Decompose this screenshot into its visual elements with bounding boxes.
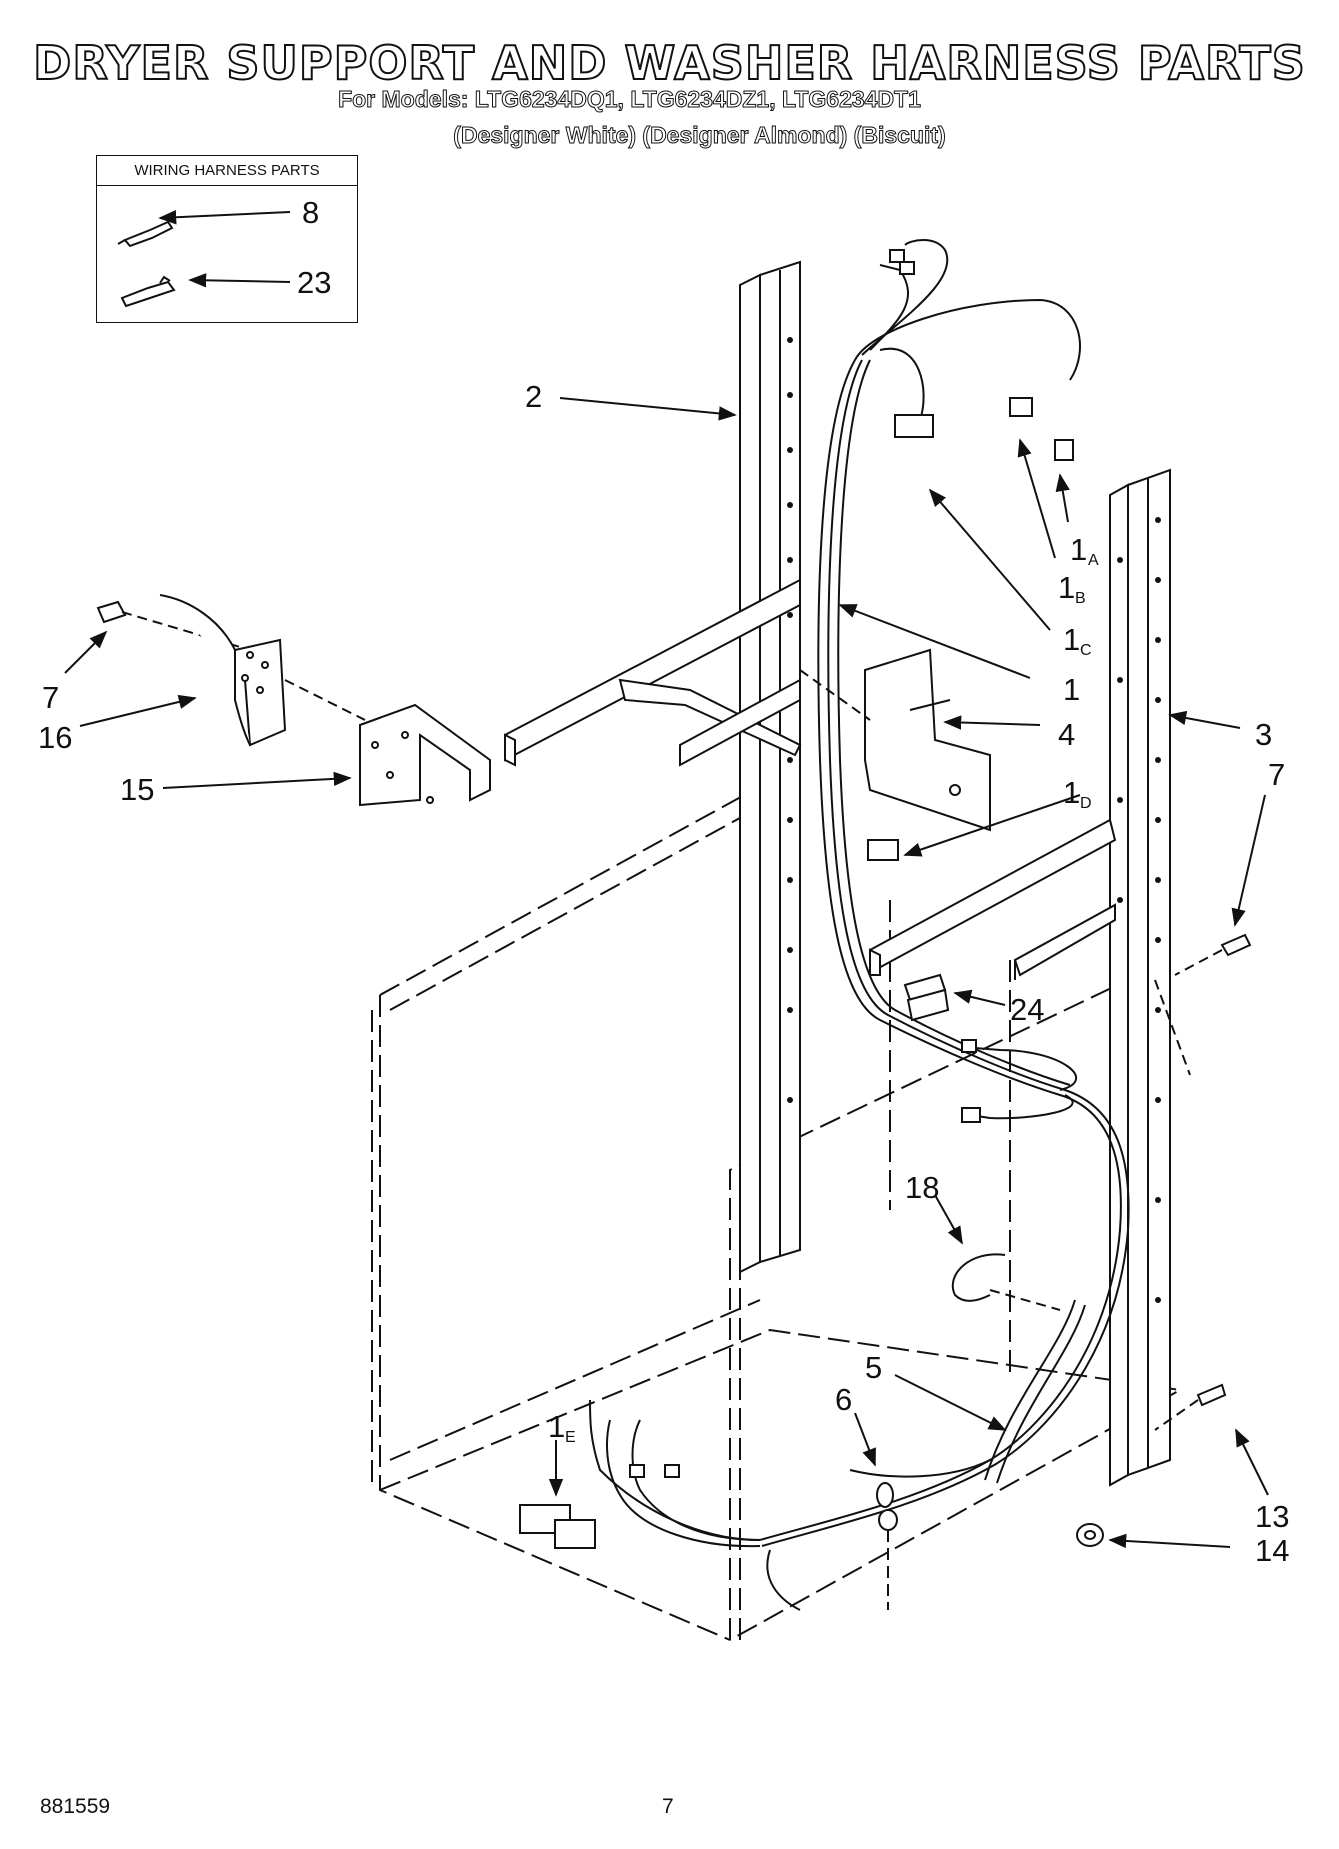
harness-connectors (519, 249, 1074, 1549)
callout-18: 18 (905, 1170, 939, 1205)
callout-14: 14 (1255, 1533, 1289, 1568)
callout-1e: 1 (548, 1409, 565, 1444)
callout-1a: 1 (1070, 532, 1087, 567)
center-bracket (864, 648, 991, 832)
inset-arrow-23 (188, 273, 291, 288)
inset-arrow-8 (158, 210, 291, 225)
callout-1c-sub: C (1080, 642, 1092, 659)
part-15-bracket (359, 703, 491, 807)
callout-13: 13 (1255, 1499, 1289, 1534)
right-support-holes (1117, 517, 1161, 1303)
callout-7-right: 7 (1268, 757, 1285, 792)
part-5-hose (984, 1299, 1086, 1484)
callout-23: 23 (297, 265, 331, 300)
part-13-screw (1154, 1383, 1227, 1431)
connector-terminal-icon (120, 275, 176, 308)
callout-2: 2 (525, 379, 542, 414)
callout-6: 6 (835, 1382, 852, 1417)
document-number: 881559 (40, 1795, 111, 1818)
inset-heading: WIRING HARNESS PARTS (97, 156, 357, 186)
callout-5: 5 (865, 1350, 882, 1385)
callout-7-left: 7 (42, 680, 59, 715)
colors-line: (Designer White) (Designer Almond) (Bisc… (453, 122, 946, 149)
callout-16: 16 (38, 720, 72, 755)
part-16-bracket (159, 594, 287, 747)
page-title: DRYER SUPPORT AND WASHER HARNESS PARTS (32, 35, 1306, 91)
part-7-screw-left (96, 600, 251, 651)
part-6-clip (876, 1482, 898, 1610)
part-18-wire-tie (952, 1253, 1006, 1302)
right-cross-braces (868, 818, 1117, 980)
callout-1b-sub: B (1075, 590, 1086, 607)
terminal-icon (117, 220, 174, 248)
models-line: For Models: LTG6234DQ1, LTG6234DZ1, LTG6… (338, 86, 922, 113)
left-assembly-guide (284, 679, 366, 721)
part-14-washer (1076, 1523, 1104, 1547)
left-support-holes (787, 337, 793, 1103)
callout-1c: 1 (1063, 622, 1080, 657)
right-dryer-support (1109, 468, 1171, 1487)
left-cross-brace (504, 578, 802, 767)
callout-3: 3 (1255, 717, 1272, 752)
callout-1e-sub: E (565, 1429, 576, 1446)
callout-1b: 1 (1058, 570, 1075, 605)
main-wire-harness (589, 239, 1130, 1611)
page-number: 7 (662, 1795, 674, 1818)
part-7-screw-right (1174, 933, 1252, 976)
callout-4: 4 (1058, 717, 1075, 752)
callout-1: 1 (1063, 672, 1080, 707)
callout-24: 24 (1010, 992, 1044, 1027)
callout-15: 15 (120, 772, 154, 807)
callout-1d-sub: D (1080, 795, 1092, 812)
callout-8: 8 (302, 195, 319, 230)
callout-1d: 1 (1063, 775, 1080, 810)
part-24-clip (903, 973, 950, 1022)
callout-leaders (64, 397, 1269, 1549)
wiring-harness-inset: WIRING HARNESS PARTS (96, 155, 358, 323)
callout-1a-sub: A (1088, 552, 1099, 569)
left-dryer-support (739, 260, 801, 1274)
